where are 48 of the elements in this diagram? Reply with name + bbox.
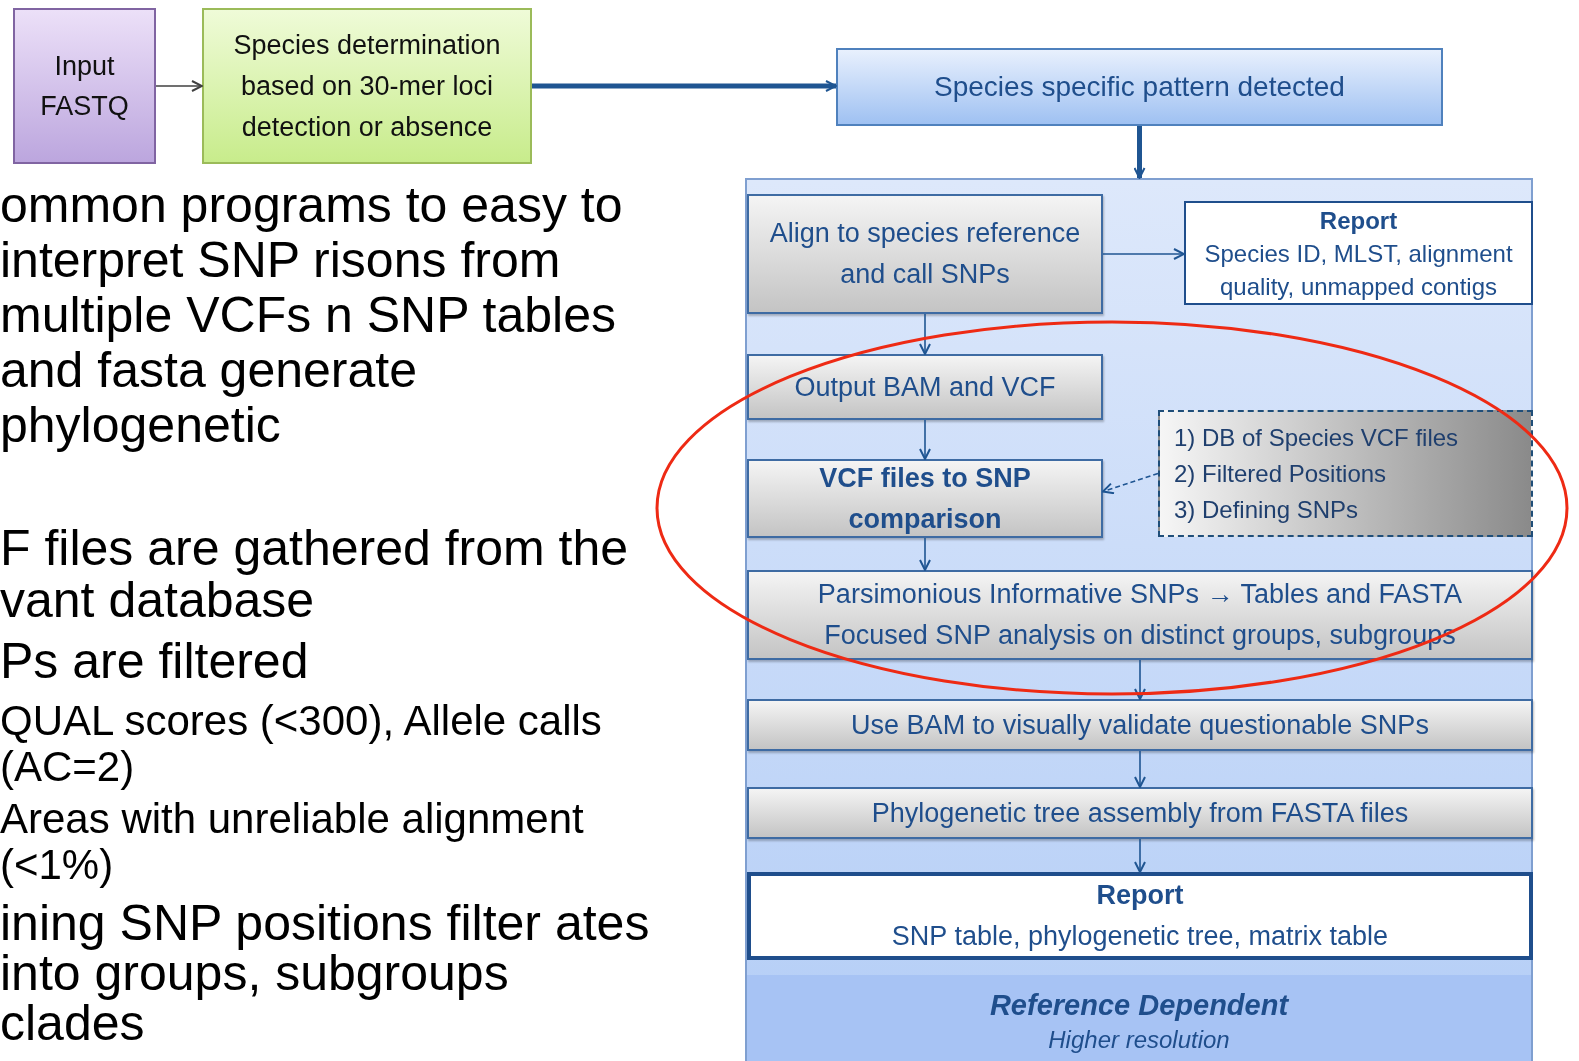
box-text: Input FASTQ [39, 50, 130, 123]
box-text: 2) Filtered Positions [1174, 458, 1387, 489]
arrow [1102, 472, 1159, 495]
result-box [836, 48, 1443, 126]
box-text: 3) Defining SNPs [1174, 494, 1359, 525]
box-text: Align to species reference and call SNPs [768, 217, 1082, 291]
arrow [532, 80, 837, 92]
box-text: Output BAM and VCF [794, 370, 1056, 404]
arrow [1134, 838, 1146, 873]
report-heading: Report [1319, 205, 1398, 236]
process-box [202, 8, 532, 164]
arrow [919, 419, 931, 460]
arrow [919, 537, 931, 571]
box-text: Species determination based on 30-mer loci detection or absence [232, 28, 502, 144]
process-box [747, 459, 1103, 538]
panel-title: Reference Dependent [989, 989, 1289, 1023]
box-text: Species specific pattern detected [934, 71, 1345, 103]
arrow [1133, 126, 1146, 179]
process-box [747, 570, 1533, 660]
process-box [747, 194, 1103, 314]
box-text: Phylogenetic tree assembly from FASTA files [871, 796, 1409, 830]
report-heading: Report [1096, 879, 1184, 912]
arrow [1134, 750, 1146, 788]
box-text: Use BAM to visually validate questionable SNPs [851, 708, 1429, 742]
workflow-panel [745, 178, 1533, 1061]
process-box [747, 354, 1103, 420]
body-text: ommon programs to easy to interpret SNP risons from multiple VCFs n SNP tables and fasta generate phylogenetic [0, 178, 624, 453]
box-text: Parsimonious Informative SNPs → Tables and FASTA [817, 578, 1463, 611]
body-text: QUAL scores (<300), Allele calls (AC=2) [0, 698, 603, 790]
box-text: 1) DB of Species VCF files [1174, 422, 1459, 453]
body-text: ining SNP positions filter ates into groups, subgroups clades [0, 898, 651, 1048]
report-box [1184, 201, 1533, 305]
body-text: Areas with unreliable alignment (<1%) [0, 796, 585, 888]
box-text: Species ID, MLST, alignment quality, unmapped contigs [1203, 238, 1514, 302]
arrow [919, 313, 931, 355]
note-box [1158, 410, 1533, 537]
report-box [747, 872, 1533, 960]
input-box [13, 8, 156, 164]
body-text: Ps are filtered [0, 635, 310, 687]
box-text: VCF files to SNP comparison [818, 461, 1032, 536]
arrow [1134, 659, 1146, 700]
arrow [155, 80, 203, 92]
arrow [1102, 248, 1185, 260]
panel-subtitle: Higher resolution [1048, 1026, 1230, 1055]
process-box [747, 787, 1533, 839]
box-text: SNP table, phylogenetic tree, matrix table [891, 920, 1389, 953]
body-text: F files are gathered from the vant database [0, 522, 630, 626]
process-box [747, 699, 1533, 751]
